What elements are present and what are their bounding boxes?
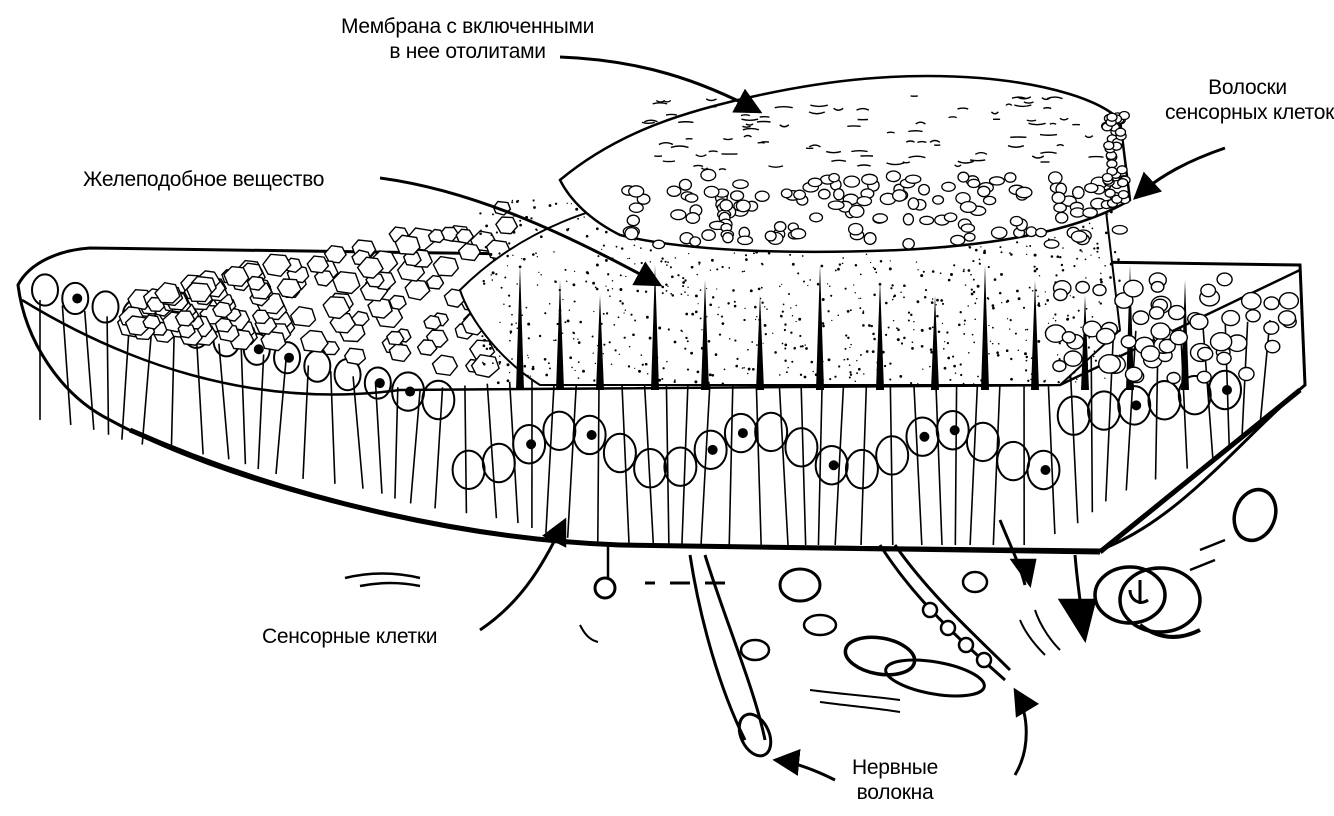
hairs-label-line1: Волоски [1165, 75, 1330, 100]
nerve-fibers-label: Нервные волокна [840, 755, 950, 805]
membrane-label-line1: Мембрана с включенными [305, 14, 630, 39]
otolithic-membrane [560, 76, 1130, 252]
hairs-label-line2: сенсорных клеток [1165, 100, 1330, 125]
gel-label: Желеподобное вещество [83, 167, 324, 192]
nerve-label-line1: Нервные [840, 755, 950, 780]
membrane-label-line2: в нее отолитами [305, 39, 630, 64]
nerve-label-line2: волокна [840, 780, 950, 805]
hairs-label: Волоски сенсорных клеток [1165, 75, 1330, 125]
sensory-cells-label: Сенсорные клетки [262, 624, 437, 649]
membrane-label: Мембрана с включенными в нее отолитами [305, 14, 630, 64]
